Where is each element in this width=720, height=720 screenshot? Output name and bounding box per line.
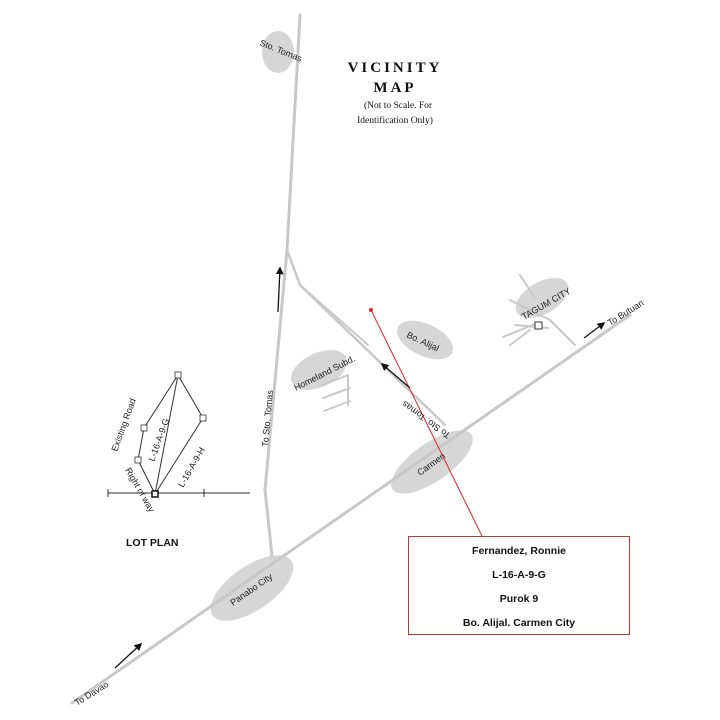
tagum-road-5	[509, 329, 531, 346]
leader-line	[370, 309, 483, 537]
road-network	[70, 13, 632, 705]
tagum-city-marker	[534, 321, 543, 330]
tagum-road-4	[502, 321, 541, 338]
lot-plan-title: LOT PLAN	[126, 537, 179, 549]
right-of-way-label: Right of way	[123, 466, 157, 514]
arrow-to-sto-tomas-vertical	[275, 266, 284, 313]
corner-1	[134, 456, 142, 464]
existing-road-label: Existing Road	[109, 397, 137, 453]
tagum-road-3	[519, 274, 536, 299]
map-title-line2: MAP	[373, 80, 416, 96]
panabo-city-area	[210, 555, 294, 621]
map-note-line2: Identification Only)	[357, 115, 433, 126]
arrow-from-davao	[114, 642, 143, 669]
corner-2	[140, 424, 148, 432]
address: Bo. Alijal. Carmen City	[462, 617, 576, 629]
lot-plan: Existing Road L-16-A-9-G L-16-A-9-H Righ…	[107, 371, 250, 549]
lot-number: L-16-A-9-G	[492, 569, 546, 581]
to-butuan-label: To Butuan	[606, 298, 646, 328]
corner-5	[151, 490, 159, 498]
arrow-to-sto-tomas-diagonal	[380, 362, 411, 389]
lot-1-label: L-16-A-9-G	[146, 417, 171, 463]
purok: Purok 9	[499, 593, 539, 605]
to-sto-tomas-diagonal-label: To Sto. Tomas	[400, 399, 452, 441]
national-highway	[70, 313, 632, 705]
corner-4	[199, 414, 207, 422]
lot-2-label: L-16-A-9-H	[176, 445, 207, 489]
subdivision-road-3	[323, 400, 351, 412]
sto-tomas-road	[263, 13, 302, 558]
owner-name: Fernandez, Ronnie	[472, 545, 566, 557]
carmen-area	[391, 430, 473, 494]
property-info-box: Fernandez, Ronnie L-16-A-9-G Purok 9 Bo.…	[408, 536, 630, 635]
to-sto-tomas-vertical-label: To Sto. Tomas	[260, 389, 275, 447]
map-title-line1: VICINITY	[348, 60, 443, 76]
lot-divider	[154, 374, 179, 495]
tagum-road-1	[509, 299, 576, 346]
corner-3	[174, 371, 182, 379]
subdivision-road-2	[322, 387, 351, 399]
arrow-to-butuan	[583, 322, 606, 339]
map-note-line1: (Not to Scale. For	[364, 100, 433, 111]
bo-alijal-area	[396, 320, 454, 360]
to-davao-label: To Davao	[73, 679, 111, 708]
alijal-road	[299, 284, 369, 346]
subdivision-road-1	[321, 374, 349, 386]
sto-tomas-area	[262, 31, 294, 73]
lot-outline	[137, 374, 204, 495]
